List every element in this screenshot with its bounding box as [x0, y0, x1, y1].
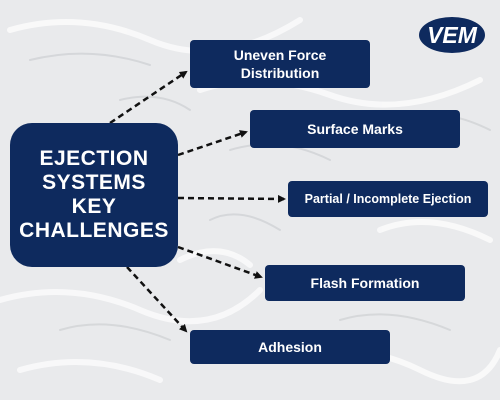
arrow-to-partial-ejection — [177, 194, 286, 203]
arrow-to-uneven-force — [109, 70, 188, 125]
node-adhesion: Adhesion — [190, 330, 390, 364]
node-label-line-2: Distribution — [240, 65, 320, 81]
node-label: Partial / Incomplete Ejection — [304, 192, 472, 206]
node-label: Adhesion — [258, 339, 322, 355]
node-flash-formation: Flash Formation — [265, 265, 465, 301]
svg-text:VEM: VEM — [427, 22, 478, 48]
node-surface-marks: Surface Marks — [250, 110, 460, 148]
arrow-to-flash-formation — [177, 245, 263, 279]
center-line-1: EJECTION — [39, 147, 149, 170]
center-line-2: SYSTEMS — [42, 171, 146, 194]
arrow-to-surface-marks — [177, 130, 248, 157]
node-label: Surface Marks — [307, 121, 403, 137]
node-uneven-force-distribution: Uneven Force Distribution — [190, 40, 370, 88]
center-line-3: KEY — [71, 195, 117, 218]
arrow-to-adhesion — [126, 266, 188, 333]
node-partial-incomplete-ejection: Partial / Incomplete Ejection — [288, 181, 488, 217]
central-topic-box: EJECTION SYSTEMS KEY CHALLENGES — [10, 123, 178, 267]
node-label-line-1: Uneven Force — [233, 47, 327, 63]
node-label: Flash Formation — [310, 275, 420, 291]
vem-logo: VEM — [419, 17, 485, 53]
center-line-4: CHALLENGES — [19, 219, 169, 242]
